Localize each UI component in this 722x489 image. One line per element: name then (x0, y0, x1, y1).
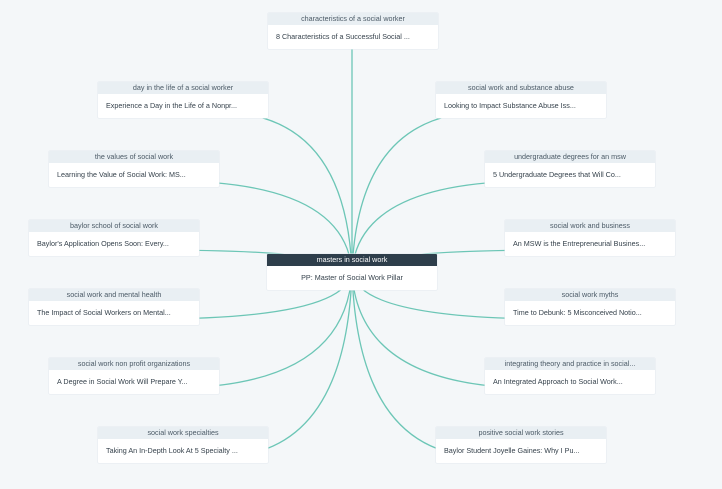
pillar-node-body: PP: Master of Social Work Pillar (301, 273, 403, 282)
cluster-node-title: positive social work stories (436, 427, 606, 439)
cluster-node-body: Taking An In-Depth Look At 5 Specialty .… (106, 446, 238, 455)
cluster-node-body: Looking to Impact Substance Abuse Iss... (444, 101, 576, 110)
cluster-node-title: social work and business (505, 220, 675, 232)
cluster-node-integrating-theory[interactable]: integrating theory and practice in socia… (485, 358, 655, 394)
cluster-node-body: Experience a Day in the Life of a Nonpr.… (106, 101, 238, 110)
connector-line (217, 111, 353, 273)
cluster-node-body: The Impact of Social Workers on Mental..… (37, 308, 171, 317)
cluster-node-title: characteristics of a social worker (268, 13, 438, 25)
cluster-node-undergraduate-degrees[interactable]: undergraduate degrees for an msw 5 Under… (485, 151, 655, 187)
cluster-node-specialties[interactable]: social work specialties Taking An In-Dep… (98, 427, 268, 463)
cluster-node-substance-abuse[interactable]: social work and substance abuse Looking … (436, 82, 606, 118)
cluster-node-myths[interactable]: social work myths Time to Debunk: 5 Misc… (505, 289, 675, 325)
cluster-node-title: social work specialties (98, 427, 268, 439)
cluster-node-positive-stories[interactable]: positive social work stories Baylor Stud… (436, 427, 606, 463)
cluster-node-title: the values of social work (49, 151, 219, 163)
cluster-node-values[interactable]: the values of social work Learning the V… (49, 151, 219, 187)
cluster-node-body: An MSW is the Entrepreneurial Busines... (513, 239, 646, 248)
cluster-node-body: Time to Debunk: 5 Misconceived Notio... (513, 308, 642, 317)
cluster-node-body: A Degree in Social Work Will Prepare Y..… (57, 377, 188, 386)
cluster-node-title: baylor school of social work (29, 220, 199, 232)
cluster-node-business[interactable]: social work and business An MSW is the E… (505, 220, 675, 256)
cluster-node-body: An Integrated Approach to Social Work... (493, 377, 623, 386)
cluster-node-body: 5 Undergraduate Degrees that Will Co... (493, 170, 621, 179)
cluster-node-title: social work and mental health (29, 289, 199, 301)
pillar-node[interactable]: masters in social work PP: Master of Soc… (267, 254, 437, 290)
cluster-node-day-in-life[interactable]: day in the life of a social worker Exper… (98, 82, 268, 118)
cluster-node-non-profit[interactable]: social work non profit organizations A D… (49, 358, 219, 394)
cluster-node-title: undergraduate degrees for an msw (485, 151, 655, 163)
cluster-node-title: day in the life of a social worker (98, 82, 268, 94)
connector-line (351, 111, 487, 273)
cluster-node-title: integrating theory and practice in socia… (485, 358, 655, 370)
cluster-node-mental-health[interactable]: social work and mental health The Impact… (29, 289, 199, 325)
cluster-node-title: social work non profit organizations (49, 358, 219, 370)
cluster-node-body: Baylor's Application Opens Soon: Every..… (37, 239, 169, 248)
cluster-node-title: social work myths (505, 289, 675, 301)
cluster-node-body: Baylor Student Joyelle Gaines: Why I Pu.… (444, 446, 580, 455)
cluster-node-characteristics[interactable]: characteristics of a social worker 8 Cha… (268, 13, 438, 49)
cluster-node-title: social work and substance abuse (436, 82, 606, 94)
pillar-node-title: masters in social work (267, 254, 437, 266)
cluster-node-body: Learning the Value of Social Work: MS... (57, 170, 186, 179)
cluster-node-body: 8 Characteristics of a Successful Social… (276, 32, 410, 41)
cluster-node-baylor-school[interactable]: baylor school of social work Baylor's Ap… (29, 220, 199, 256)
